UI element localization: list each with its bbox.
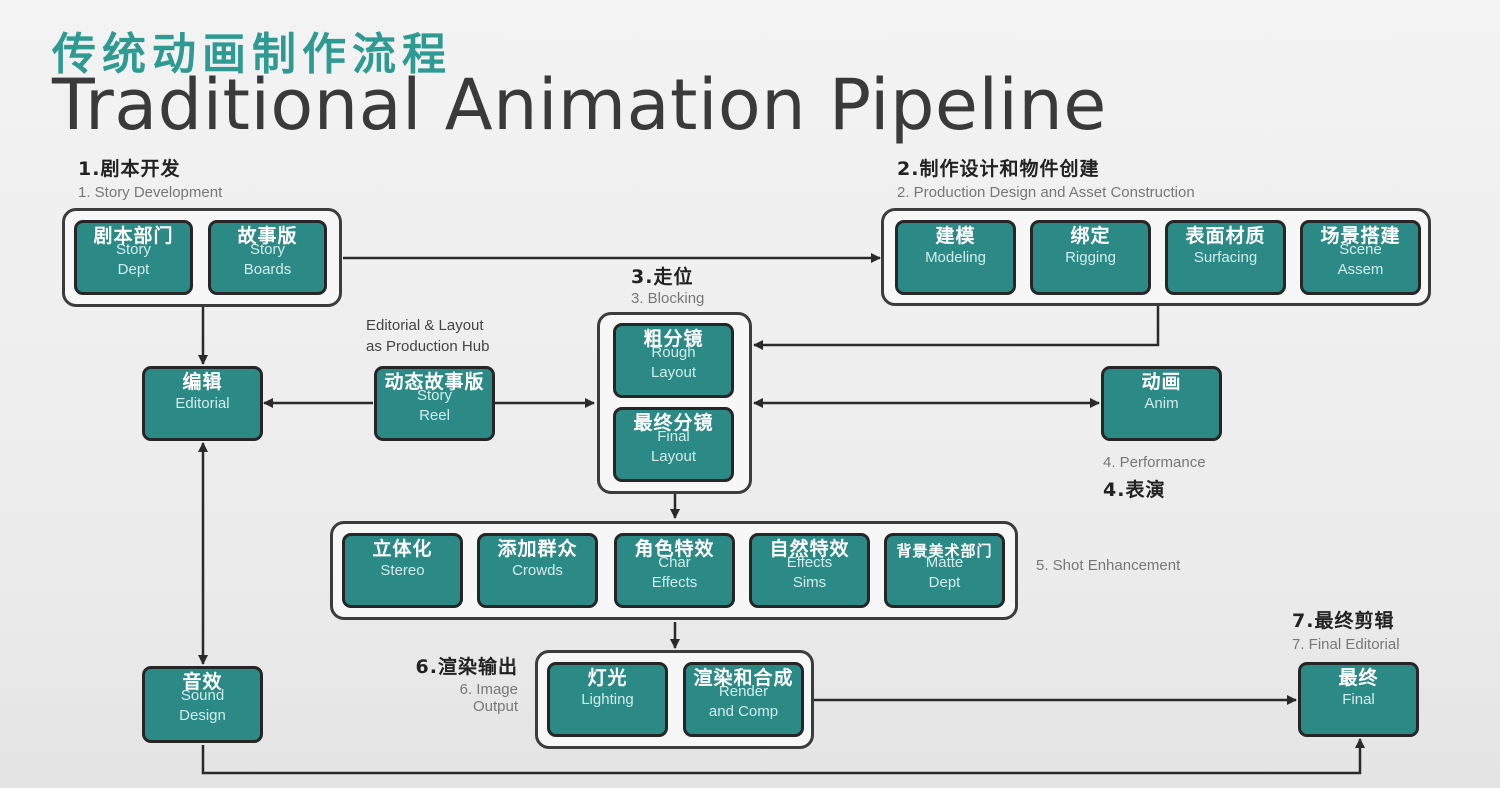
node-rigging[interactable]: 绑定 Rigging [1030, 220, 1151, 295]
hub-note: Editorial & Layout as Production Hub [366, 315, 489, 357]
stage-2-title-cn: 2.制作设计和物件创建 [897, 158, 1100, 180]
node-matte-dept-cn: 背景美术部门 [896, 542, 993, 560]
stage-6-title-en-line2: Output [472, 698, 518, 715]
page-title-chinese: 传统动画制作流程 [52, 29, 452, 80]
node-scene-assem-cn: 场景搭建 [1320, 225, 1401, 247]
stage-1-label: 1.剧本开发 1. Story Development [78, 154, 222, 201]
node-render-comp-cn: 渲染和合成 [693, 667, 794, 689]
stage-1-title-en: 1. Story Development [78, 184, 223, 201]
stage-6-label: 6.渲染输出 6. Image Output [405, 652, 518, 715]
node-sound-design-cn: 音效 [182, 671, 223, 693]
node-editorial[interactable]: 编辑 Editorial [142, 366, 263, 441]
node-anim-en: Anim [1144, 395, 1179, 412]
stage-7-label: 7.最终剪辑 7. Final Editorial [1292, 606, 1400, 653]
stage-2-title-en: 2. Production Design and Asset Construct… [897, 184, 1195, 201]
node-char-effects-cn: 角色特效 [634, 538, 715, 560]
stage-7-title-en: 7. Final Editorial [1292, 636, 1400, 653]
node-anim[interactable]: 动画 Anim [1101, 366, 1222, 441]
node-editorial-cn: 编辑 [182, 371, 223, 393]
stage-5-title-en: 5. Shot Enhancement [1036, 557, 1181, 574]
stage-3-title-cn: 3.走位 [631, 266, 694, 288]
hub-note-line1: Editorial & Layout [366, 317, 484, 334]
node-final-layout-cn: 最终分镜 [633, 412, 714, 434]
node-lighting[interactable]: 灯光 Lighting [547, 662, 668, 737]
hub-note-line2: as Production Hub [366, 338, 490, 355]
node-final-cn: 最终 [1338, 667, 1379, 689]
node-rough-layout-cn: 粗分镜 [643, 328, 704, 350]
node-surfacing-en: Surfacing [1193, 249, 1258, 266]
arrow-design-to-blocking [753, 306, 1160, 350]
node-surfacing[interactable]: 表面材质 Surfacing [1165, 220, 1286, 295]
node-lighting-en: Lighting [581, 691, 634, 708]
node-modeling-cn: 建模 [935, 225, 976, 247]
node-story-dept-cn: 剧本部门 [93, 225, 174, 247]
node-crowds-cn: 添加群众 [497, 538, 578, 560]
stage-4-title-cn: 4.表演 [1103, 479, 1166, 501]
stage-3-label: 3.走位 3. Blocking [631, 262, 704, 307]
node-story-boards-cn: 故事版 [237, 225, 298, 247]
node-modeling-en: Modeling [925, 249, 986, 266]
arrow-sound-to-final [201, 738, 1365, 775]
node-lighting-cn: 灯光 [587, 667, 628, 689]
stage-2-label: 2.制作设计和物件创建 2. Production Design and Ass… [897, 154, 1195, 201]
node-stereo-cn: 立体化 [372, 538, 433, 560]
node-effects-sims-cn: 自然特效 [769, 538, 850, 560]
node-stereo[interactable]: 立体化 Stereo [342, 533, 463, 608]
node-rigging-en: Rigging [1065, 249, 1116, 266]
node-surfacing-cn: 表面材质 [1185, 225, 1266, 247]
node-story-reel-cn: 动态故事版 [384, 371, 485, 393]
node-final-en: Final [1342, 691, 1375, 708]
stage-6-title-cn: 6.渲染输出 [415, 656, 518, 678]
node-crowds[interactable]: 添加群众 Crowds [477, 533, 598, 608]
stage-3-title-en: 3. Blocking [631, 290, 705, 307]
node-editorial-en: Editorial [175, 395, 230, 412]
node-stereo-en: Stereo [380, 562, 425, 579]
node-final[interactable]: 最终 Final [1298, 662, 1419, 737]
stage-6-title-en-line1: 6. Image [459, 681, 518, 698]
stage-1-title-cn: 1.剧本开发 [78, 158, 181, 180]
page-title-english: Traditional Animation Pipeline [52, 64, 1107, 146]
stage-7-title-cn: 7.最终剪辑 [1292, 610, 1395, 632]
node-crowds-en: Crowds [512, 562, 563, 579]
node-anim-cn: 动画 [1141, 371, 1182, 393]
node-rigging-cn: 绑定 [1070, 225, 1111, 247]
stage-4-title-en: 4. Performance [1103, 454, 1206, 471]
stage-4-label: 4. Performance 4.表演 [1103, 454, 1206, 502]
node-modeling[interactable]: 建模 Modeling [895, 220, 1016, 295]
